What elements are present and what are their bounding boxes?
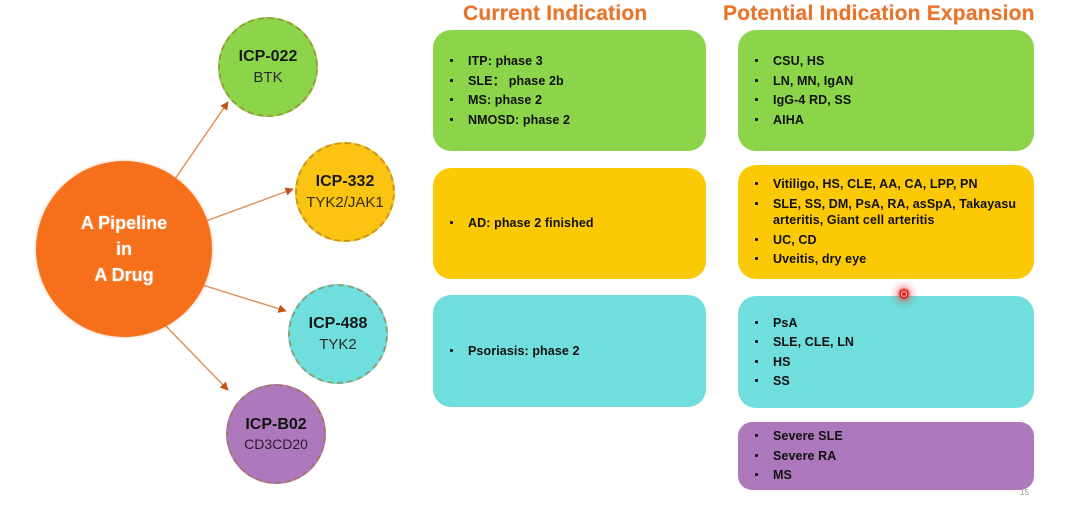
node-core-pipeline[interactable]: A Pipeline in A Drug	[36, 161, 212, 337]
potential-expansion-list-icp-488: PsA SLE, CLE, LN HS SS	[738, 312, 1034, 393]
list-item: MS: phase 2	[433, 92, 706, 109]
potential-expansion-box-icp-332: Vitiligo, HS, CLE, AA, CA, LPP, PN SLE, …	[738, 165, 1034, 279]
list-item: Psoriasis: phase 2	[433, 343, 706, 360]
list-item: AD: phase 2 finished	[433, 215, 706, 232]
node-icp-022-target: BTK	[253, 68, 283, 86]
page-number: 15	[1020, 488, 1029, 497]
list-item: CSU, HS	[738, 53, 1034, 70]
list-item: UC, CD	[738, 232, 1034, 249]
list-item: Uveitis, dry eye	[738, 251, 1034, 268]
node-icp-332-target: TYK2/JAK1	[306, 193, 384, 211]
current-indication-box-icp-022: ITP: phase 3 SLE： phase 2b MS: phase 2 N…	[433, 30, 706, 151]
core-line-2: in	[115, 238, 132, 259]
list-item: MS	[738, 467, 1034, 484]
list-item: PsA	[738, 315, 1034, 332]
node-icp-b02-target: CD3CD20	[244, 436, 308, 453]
column-header-current-indication: Current Indication	[463, 2, 648, 25]
potential-expansion-box-icp-488: PsA SLE, CLE, LN HS SS	[738, 296, 1034, 408]
list-item: IgG-4 RD, SS	[738, 92, 1034, 109]
arrow-to-icp-332	[194, 187, 294, 226]
current-indication-list-icp-022: ITP: phase 3 SLE： phase 2b MS: phase 2 N…	[433, 50, 706, 131]
current-indication-box-icp-332: AD: phase 2 finished	[433, 168, 706, 279]
arrow-to-icp-488	[195, 282, 287, 313]
laser-pointer-dot	[897, 287, 911, 301]
column-header-potential-indication-expansion: Potential Indication Expansion	[723, 2, 1035, 25]
potential-expansion-list-icp-022: CSU, HS LN, MN, IgAN IgG-4 RD, SS AIHA	[738, 50, 1034, 131]
node-icp-332[interactable]: ICP-332 TYK2/JAK1	[295, 142, 395, 242]
list-item: NMOSD: phase 2	[433, 112, 706, 129]
core-line-3: A Drug	[94, 265, 154, 286]
list-item: Severe RA	[738, 448, 1034, 465]
list-item: AIHA	[738, 112, 1034, 129]
node-icp-332-code: ICP-332	[315, 173, 375, 191]
potential-expansion-list-icp-332: Vitiligo, HS, CLE, AA, CA, LPP, PN SLE, …	[738, 173, 1034, 271]
node-icp-022-code: ICP-022	[238, 48, 298, 66]
current-indication-list-icp-488: Psoriasis: phase 2	[433, 340, 706, 363]
node-icp-488-code: ICP-488	[308, 315, 368, 333]
list-item: LN, MN, IgAN	[738, 73, 1034, 90]
list-item: SLE： phase 2b	[433, 73, 706, 90]
core-line-1: A Pipeline	[80, 212, 168, 233]
potential-expansion-list-icp-b02: Severe SLE Severe RA MS	[738, 425, 1034, 487]
node-icp-022[interactable]: ICP-022 BTK	[218, 17, 318, 117]
node-icp-b02-code: ICP-B02	[245, 415, 307, 433]
node-icp-488-target: TYK2	[319, 335, 357, 353]
list-item: Vitiligo, HS, CLE, AA, CA, LPP, PN	[738, 176, 1034, 193]
list-item: SLE, SS, DM, PsA, RA, asSpA, Takayasu ar…	[738, 196, 1034, 229]
current-indication-list-icp-332: AD: phase 2 finished	[433, 212, 706, 235]
list-item: ITP: phase 3	[433, 53, 706, 70]
list-item: Severe SLE	[738, 428, 1034, 445]
list-item: HS	[738, 354, 1034, 371]
list-item: SS	[738, 373, 1034, 390]
potential-expansion-box-icp-022: CSU, HS LN, MN, IgAN IgG-4 RD, SS AIHA	[738, 30, 1034, 151]
node-icp-b02[interactable]: ICP-B02 CD3CD20	[226, 384, 326, 484]
list-item: SLE, CLE, LN	[738, 334, 1034, 351]
arrow-to-icp-b02	[159, 319, 229, 391]
current-indication-box-icp-488: Psoriasis: phase 2	[433, 295, 706, 407]
potential-expansion-box-icp-b02: Severe SLE Severe RA MS	[738, 422, 1034, 490]
node-icp-488[interactable]: ICP-488 TYK2	[288, 284, 388, 384]
